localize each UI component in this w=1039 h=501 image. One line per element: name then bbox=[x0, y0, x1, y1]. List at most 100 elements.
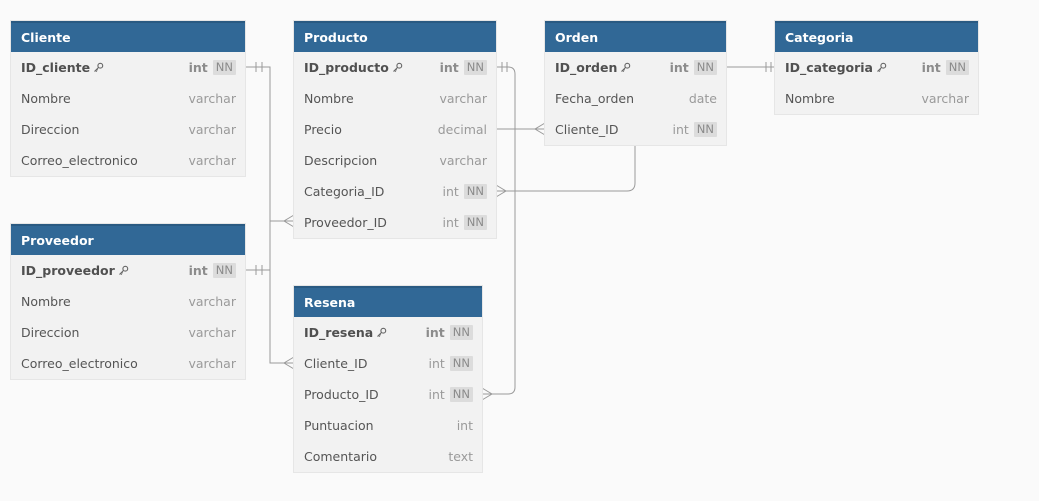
key-icon bbox=[118, 256, 129, 287]
field-meta: varchar bbox=[439, 145, 487, 176]
field-meta: varchar bbox=[188, 145, 236, 176]
field-row[interactable]: Nombre varchar bbox=[11, 286, 245, 317]
field-row[interactable]: Puntuacion int bbox=[294, 410, 482, 441]
relation-orden-categoria[interactable] bbox=[726, 62, 775, 72]
field-name-text: Direccion bbox=[21, 122, 80, 137]
not-null-badge: NN bbox=[463, 60, 487, 75]
field-row[interactable]: Nombre varchar bbox=[11, 83, 245, 114]
relation-orden-producto-categoria[interactable] bbox=[495, 145, 636, 198]
field-name: Nombre bbox=[21, 286, 71, 317]
field-name-text: ID_categoria bbox=[785, 60, 873, 75]
field-type: varchar bbox=[188, 153, 236, 168]
field-name: Nombre bbox=[21, 83, 71, 114]
key-icon bbox=[392, 53, 403, 84]
field-type: varchar bbox=[188, 356, 236, 371]
field-name: ID_cliente bbox=[21, 52, 104, 84]
relation-cliente-resena[interactable] bbox=[245, 62, 295, 370]
field-name-text: Puntuacion bbox=[304, 418, 374, 433]
field-name-text: Proveedor_ID bbox=[304, 215, 387, 230]
table-header-producto[interactable]: Producto bbox=[294, 21, 496, 52]
field-meta: varchar bbox=[188, 348, 236, 379]
field-name: ID_producto bbox=[304, 52, 403, 84]
not-null-badge: NN bbox=[463, 215, 487, 230]
field-name: ID_resena bbox=[304, 317, 387, 349]
field-type: varchar bbox=[188, 91, 236, 106]
field-row[interactable]: Precio decimal bbox=[294, 114, 496, 145]
field-name-text: Comentario bbox=[304, 449, 377, 464]
field-meta: varchar bbox=[188, 286, 236, 317]
field-type: text bbox=[448, 449, 473, 464]
field-type: int bbox=[669, 60, 689, 75]
field-row[interactable]: Correo_electronico varchar bbox=[11, 348, 245, 379]
not-null-badge: NN bbox=[449, 325, 473, 340]
relation-producto-orden[interactable] bbox=[496, 122, 546, 136]
key-icon bbox=[93, 53, 104, 84]
relation-proveedor-producto[interactable] bbox=[245, 214, 295, 275]
field-name-text: Nombre bbox=[304, 91, 354, 106]
table-header-proveedor[interactable]: Proveedor bbox=[11, 224, 245, 255]
table-header-resena[interactable]: Resena bbox=[294, 286, 482, 317]
not-null-badge: NN bbox=[212, 60, 236, 75]
field-name-text: ID_proveedor bbox=[21, 263, 115, 278]
field-name-text: Nombre bbox=[21, 294, 71, 309]
field-name: ID_categoria bbox=[785, 52, 887, 84]
field-name: Correo_electronico bbox=[21, 348, 138, 379]
field-type: varchar bbox=[439, 153, 487, 168]
field-name: Nombre bbox=[785, 83, 835, 114]
field-type: int bbox=[442, 215, 459, 230]
not-null-badge: NN bbox=[449, 356, 473, 371]
field-name-text: Nombre bbox=[785, 91, 835, 106]
field-row[interactable]: Nombre varchar bbox=[775, 83, 978, 114]
field-row[interactable]: Proveedor_ID int NN bbox=[294, 207, 496, 238]
table-header-orden[interactable]: Orden bbox=[545, 21, 726, 52]
field-meta: decimal bbox=[438, 114, 487, 145]
field-meta: int NN bbox=[442, 207, 487, 238]
field-type: int bbox=[428, 387, 445, 402]
table-header-categoria[interactable]: Categoria bbox=[775, 21, 978, 52]
field-type: int bbox=[456, 418, 473, 433]
field-meta: varchar bbox=[188, 83, 236, 114]
field-name-text: Direccion bbox=[21, 325, 80, 340]
field-name: Nombre bbox=[304, 83, 354, 114]
field-type: int bbox=[188, 263, 208, 278]
field-row[interactable]: Comentario text bbox=[294, 441, 482, 472]
field-type: varchar bbox=[439, 91, 487, 106]
field-name: Comentario bbox=[304, 441, 377, 472]
field-row[interactable]: Nombre varchar bbox=[294, 83, 496, 114]
field-name-text: Precio bbox=[304, 122, 342, 137]
field-name: Precio bbox=[304, 114, 342, 145]
field-row[interactable]: Direccion varchar bbox=[11, 317, 245, 348]
table-header-cliente[interactable]: Cliente bbox=[11, 21, 245, 52]
field-meta: int bbox=[457, 410, 473, 441]
field-row[interactable]: Descripcion varchar bbox=[294, 145, 496, 176]
field-name: Descripcion bbox=[304, 145, 377, 176]
field-meta: varchar bbox=[188, 317, 236, 348]
field-name: Producto_ID bbox=[304, 379, 379, 410]
field-name: Cliente_ID bbox=[304, 348, 367, 379]
field-meta: varchar bbox=[921, 83, 969, 114]
